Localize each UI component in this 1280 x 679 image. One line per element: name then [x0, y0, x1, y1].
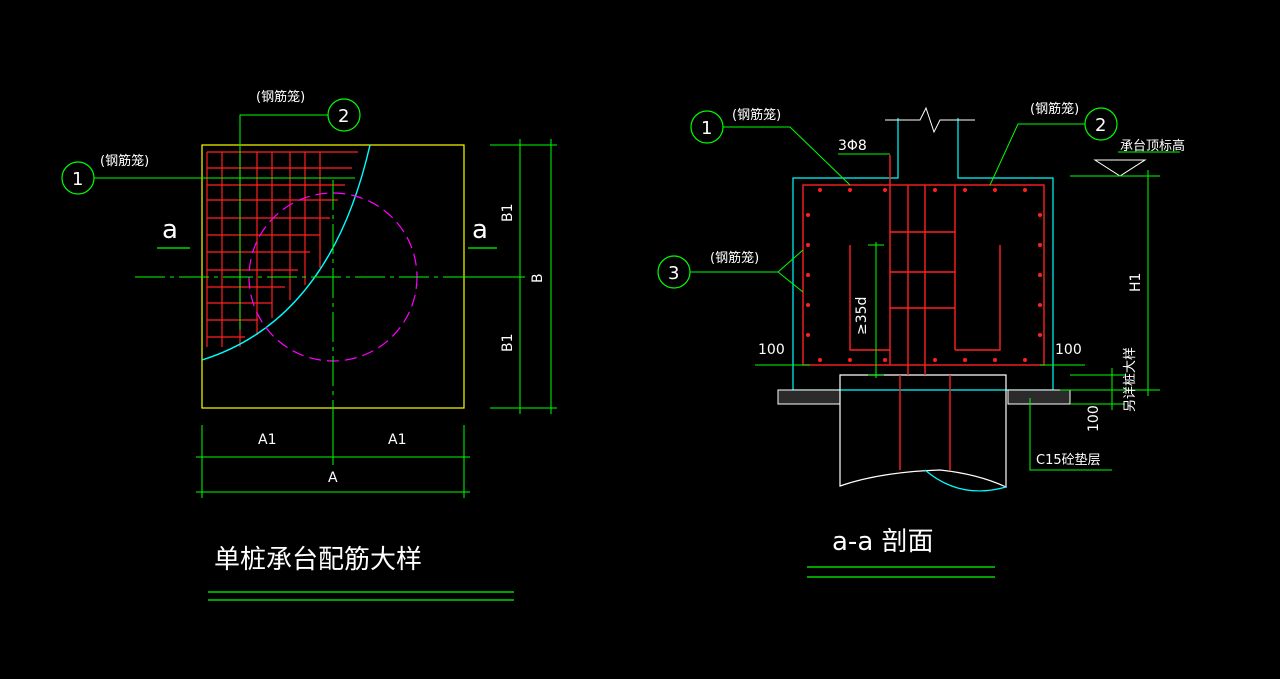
section-view: 1 (钢筋笼) 3Φ8 2 (钢筋笼) 3 (钢筋笼) 承台顶标高 ≥35d 1… — [657, 101, 1185, 578]
cage-label-2: (钢筋笼) — [256, 89, 305, 105]
cage-label-1: (钢筋笼) — [100, 153, 149, 169]
section-mark-left: a — [162, 215, 178, 245]
rebar-dots — [806, 188, 1042, 362]
rebar-mesh — [206, 151, 358, 347]
marker-1: 1 — [72, 169, 83, 190]
section-marker-3: 3 — [668, 263, 679, 284]
section-leader-2 — [989, 123, 1085, 186]
cover-left: 100 — [758, 342, 785, 358]
elevation-triangle — [1093, 159, 1147, 177]
bedding-leader — [1029, 398, 1112, 471]
section-leader-3b — [777, 271, 804, 293]
section-leader-1 — [723, 126, 851, 186]
pile-outline — [839, 374, 1007, 488]
section-marker-2: 2 — [1095, 115, 1106, 136]
breakaway-curve — [201, 144, 371, 361]
break-symbol — [885, 106, 975, 134]
dimension-horizontal — [196, 425, 470, 498]
dim-a: A — [328, 470, 338, 486]
dimension-vertical — [470, 139, 557, 414]
section-cage-label-3: (钢筋笼) — [710, 250, 759, 266]
dim-b1-bottom: B1 — [500, 333, 516, 352]
section-cage-label-2: (钢筋笼) — [1030, 101, 1079, 117]
dim-a1-left: A1 — [258, 432, 276, 448]
section-cage-label-1: (钢筋笼) — [732, 107, 781, 123]
cap-rebar-cage — [802, 155, 1045, 470]
dim-a1-right: A1 — [388, 432, 406, 448]
cover-bottom: 100 — [1086, 405, 1102, 432]
section-mark-right: a — [472, 215, 488, 245]
leader-2 — [239, 114, 328, 330]
section-marker-1: 1 — [701, 118, 712, 139]
column-cap-outline — [792, 118, 1054, 391]
pile-detail-note: 另详桩大样 — [1123, 347, 1138, 412]
bedding-note: C15砼垫层 — [1036, 452, 1101, 468]
dim-h1: H1 — [1128, 273, 1144, 292]
section-title: a-a 剖面 — [832, 527, 934, 557]
dim-b: B — [530, 273, 546, 283]
dim-b1-top: B1 — [500, 203, 516, 222]
bedding-right — [1007, 389, 1071, 405]
anchor-length: ≥35d — [854, 297, 870, 335]
cover-right: 100 — [1055, 342, 1082, 358]
bedding-left — [777, 389, 841, 405]
pile-break-curve — [924, 469, 1007, 492]
marker-2: 2 — [338, 106, 349, 127]
cap-top-elevation: 承台顶标高 — [1120, 138, 1185, 154]
rebar-note: 3Φ8 — [838, 138, 867, 154]
plan-view: a a 1 (钢筋笼) 2 (钢筋笼) A1 A1 A — [61, 89, 557, 601]
plan-title: 单桩承台配筋大样 — [214, 545, 422, 575]
